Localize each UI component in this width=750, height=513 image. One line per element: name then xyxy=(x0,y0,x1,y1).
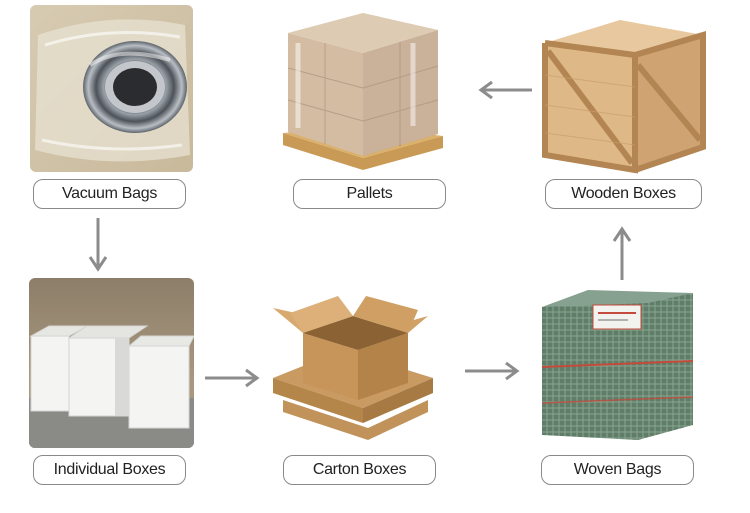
arrow-right-icon xyxy=(204,368,262,388)
pallets-image xyxy=(278,8,448,173)
step-label-individual-boxes: Individual Boxes xyxy=(33,455,186,485)
step-label-wooden-boxes: Wooden Boxes xyxy=(545,179,702,209)
step-label-woven-bags: Woven Bags xyxy=(541,455,694,485)
arrow-right-icon xyxy=(464,361,522,381)
carton-boxes-image xyxy=(268,288,438,448)
step-label-vacuum-bags: Vacuum Bags xyxy=(33,179,186,209)
individual-boxes-image xyxy=(29,278,194,448)
arrow-left-icon xyxy=(476,80,534,100)
arrow-up-icon xyxy=(612,226,632,281)
arrow-down-icon xyxy=(88,217,108,272)
wooden-box-image xyxy=(540,15,708,175)
step-label-pallets: Pallets xyxy=(293,179,446,209)
vacuum-bag-image xyxy=(30,5,193,172)
woven-bags-image xyxy=(538,285,698,445)
step-label-carton-boxes: Carton Boxes xyxy=(283,455,436,485)
